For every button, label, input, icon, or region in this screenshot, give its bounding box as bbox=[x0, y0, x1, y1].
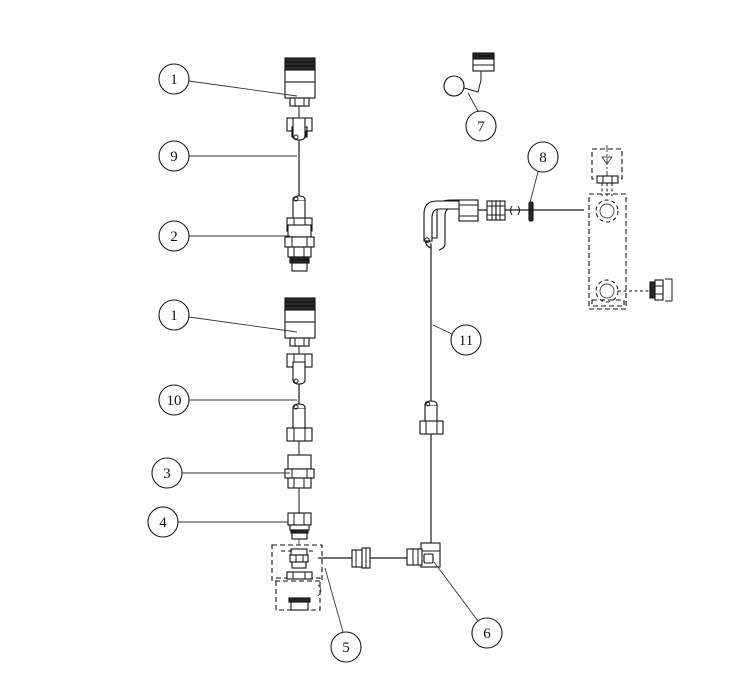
balloon-9[interactable]: 9 bbox=[158, 140, 297, 172]
phantom-manifold-block bbox=[588, 145, 673, 310]
balloon-number-label: 11 bbox=[459, 333, 473, 349]
leader-line-icon bbox=[432, 324, 453, 335]
manifold-side-plug[interactable] bbox=[649, 278, 673, 302]
balloon-number-label: 7 bbox=[477, 119, 485, 135]
balloon-3[interactable]: 3 bbox=[151, 457, 290, 489]
circle-callout-icon[interactable] bbox=[158, 220, 190, 252]
balloon-10[interactable]: 10 bbox=[158, 384, 297, 416]
balloon-7[interactable]: 7 bbox=[465, 92, 497, 142]
part-4-adapter-nipple[interactable] bbox=[287, 488, 312, 540]
balloon-5[interactable]: 5 bbox=[324, 567, 362, 663]
part-2-adapter-fitting[interactable] bbox=[284, 224, 315, 272]
circle-callout-icon[interactable] bbox=[527, 141, 559, 173]
balloon-number-label: 1 bbox=[170, 308, 178, 324]
balloon-callout-layer: 1 9 2 1 10 3 4 5 6 7 8 11 bbox=[147, 63, 559, 663]
part-9-hose-upper[interactable] bbox=[292, 115, 306, 219]
part-1-sensor-head-lower[interactable] bbox=[284, 297, 316, 347]
balloon-number-label: 9 bbox=[170, 149, 178, 165]
balloon-11[interactable]: 11 bbox=[432, 324, 482, 356]
circle-callout-icon[interactable] bbox=[465, 110, 497, 142]
circle-callout-icon[interactable] bbox=[147, 506, 179, 538]
part-10-hose-lower[interactable] bbox=[292, 361, 306, 429]
balloon-6[interactable]: 6 bbox=[433, 561, 503, 649]
leader-line-icon bbox=[188, 80, 298, 97]
main-tube-run-assembly bbox=[318, 199, 461, 569]
part-1-sensor-head-upper[interactable] bbox=[284, 57, 316, 107]
part-11-formed-tube[interactable] bbox=[423, 199, 461, 555]
leader-line-icon bbox=[467, 92, 479, 112]
circle-callout-icon[interactable] bbox=[471, 617, 503, 649]
part-8-seal-washer[interactable] bbox=[528, 201, 534, 222]
balloon-8[interactable]: 8 bbox=[527, 141, 559, 207]
circle-callout-icon[interactable] bbox=[158, 140, 190, 172]
part-5-bulkhead-union[interactable] bbox=[318, 547, 371, 569]
circle-callout-icon[interactable] bbox=[330, 631, 362, 663]
circle-callout-icon[interactable] bbox=[158, 299, 190, 331]
part-3-union-coupling[interactable] bbox=[284, 441, 315, 489]
circle-callout-icon[interactable] bbox=[450, 324, 482, 356]
phantom-valve-body-reference bbox=[271, 539, 323, 611]
horizontal-supply-line bbox=[458, 199, 584, 222]
leader-line-icon bbox=[324, 567, 344, 633]
leader-line-icon bbox=[528, 171, 539, 207]
balloon-2[interactable]: 2 bbox=[158, 220, 290, 252]
balloon-number-label: 5 bbox=[342, 640, 350, 656]
circle-callout-icon[interactable] bbox=[158, 63, 190, 95]
balloon-number-label: 1 bbox=[170, 72, 178, 88]
balloon-4[interactable]: 4 bbox=[147, 506, 288, 538]
balloon-number-label: 4 bbox=[159, 515, 167, 531]
balloon-number-label: 6 bbox=[483, 626, 491, 642]
balloon-number-label: 10 bbox=[167, 393, 182, 409]
horizontal-line-o-ring bbox=[510, 205, 520, 216]
lower-sensor-assembly bbox=[271, 297, 323, 611]
tube-run-mid-fitting bbox=[419, 400, 444, 435]
circle-callout-icon[interactable] bbox=[158, 384, 190, 416]
upper-sensor-assembly bbox=[284, 57, 316, 272]
horizontal-line-union-fitting bbox=[486, 200, 506, 221]
leader-line-icon bbox=[188, 316, 298, 333]
balloon-number-label: 2 bbox=[170, 229, 178, 245]
part-7-protective-cap-assembly[interactable] bbox=[443, 52, 495, 97]
part-10-hex-nut-lower bbox=[286, 427, 313, 442]
balloon-number-label: 8 bbox=[539, 150, 547, 166]
balloon-1-top[interactable]: 1 bbox=[158, 63, 298, 97]
leader-line-icon bbox=[433, 561, 479, 622]
balloon-number-label: 3 bbox=[163, 466, 171, 482]
part-6-elbow-tee-block[interactable] bbox=[406, 542, 441, 568]
balloon-1-mid[interactable]: 1 bbox=[158, 299, 298, 333]
circle-callout-icon[interactable] bbox=[151, 457, 183, 489]
